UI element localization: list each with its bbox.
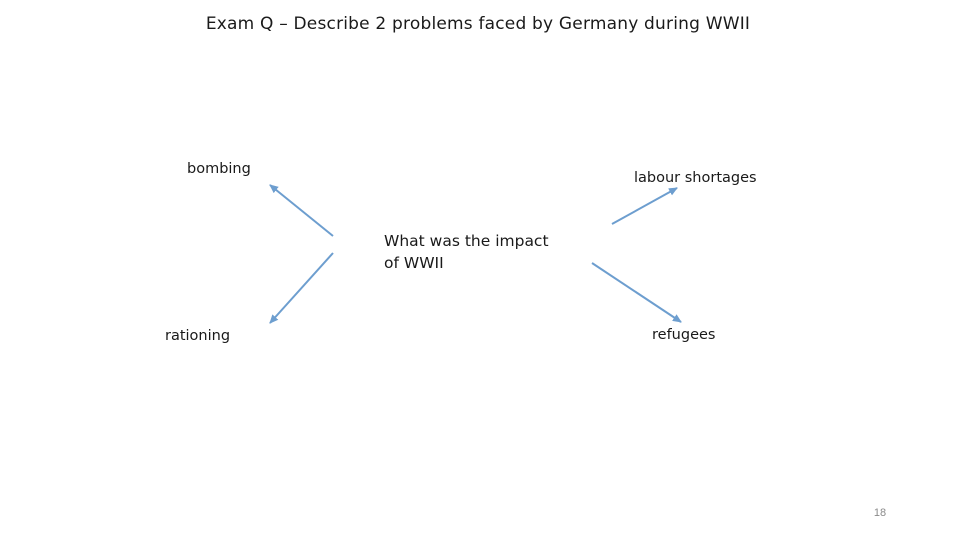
node-bombing: bombing	[187, 161, 251, 177]
center-question: What was the impact of WWII	[384, 230, 549, 274]
arrow-to-bombing	[269, 184, 334, 237]
slide-title: Exam Q – Describe 2 problems faced by Ge…	[205, 14, 751, 34]
node-labour-shortages: labour shortages	[634, 170, 757, 186]
page-number: 18	[873, 507, 887, 519]
arrow-to-labour-shortages	[611, 187, 678, 225]
arrow-to-refugees	[591, 262, 682, 323]
arrow-to-rationing	[269, 252, 334, 324]
node-rationing: rationing	[165, 328, 231, 344]
center-question-line-1: What was the impact	[384, 232, 549, 250]
node-refugees: refugees	[652, 327, 716, 343]
center-question-line-2: of WWII	[384, 254, 444, 272]
